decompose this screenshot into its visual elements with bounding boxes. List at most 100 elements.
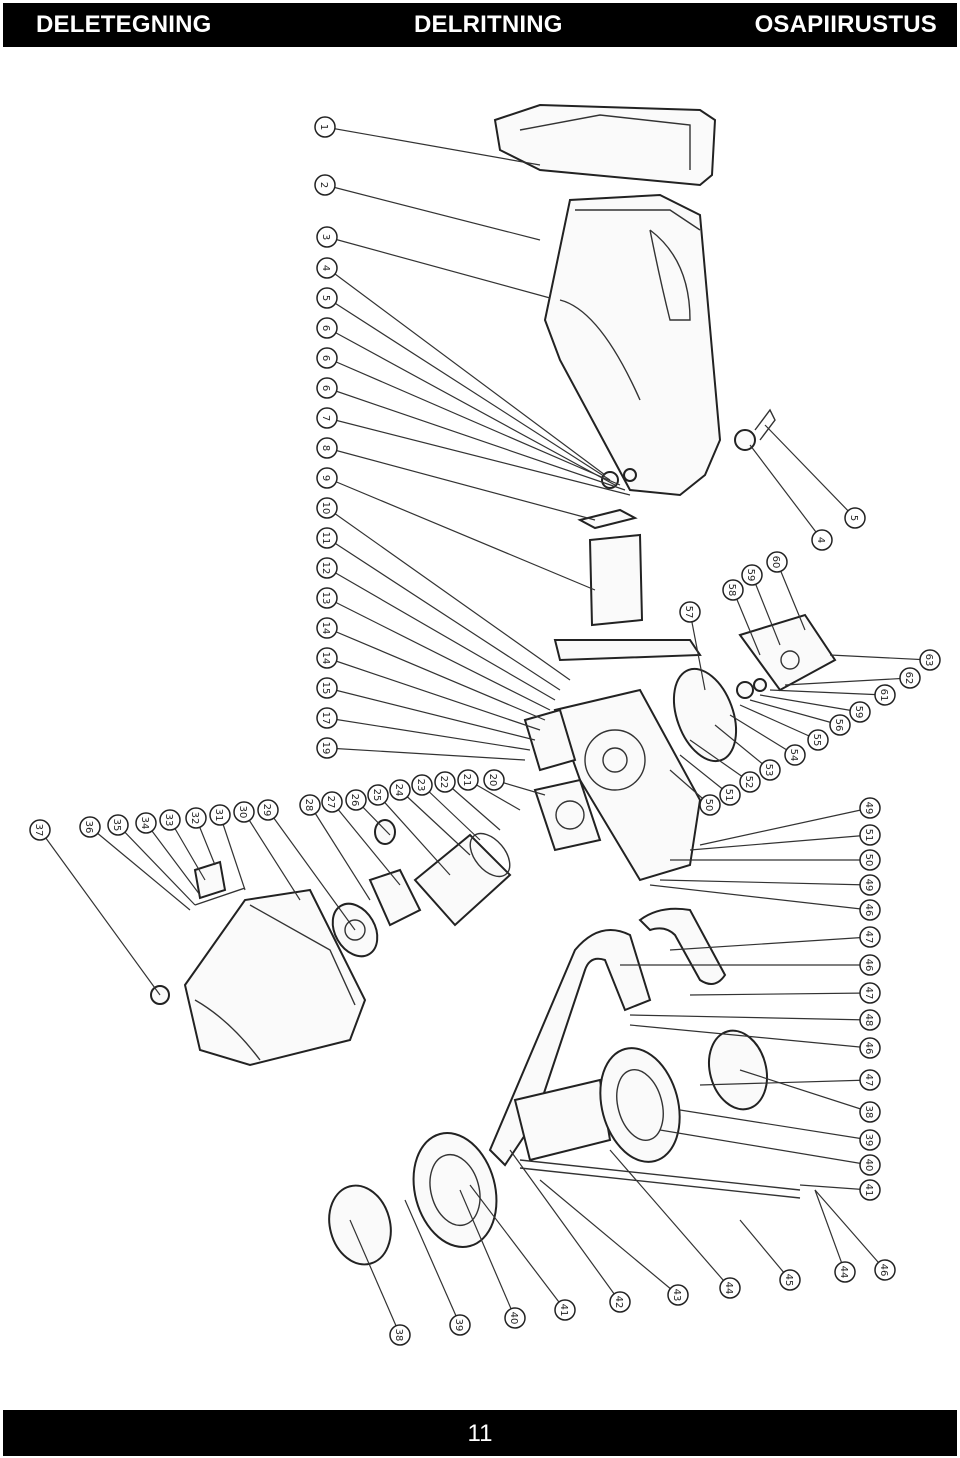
svg-text:47: 47	[863, 931, 874, 944]
svg-text:57: 57	[683, 606, 694, 619]
svg-text:61: 61	[878, 689, 889, 702]
motor	[413, 833, 512, 927]
callout-group-middle: 20 21 22 23 24 25 26 27 28 29 30 31 32 3…	[29, 769, 505, 841]
hubcap-right	[708, 1029, 768, 1111]
svg-text:15: 15	[320, 682, 331, 695]
svg-text:47: 47	[863, 1074, 874, 1087]
svg-text:5: 5	[320, 295, 331, 301]
svg-text:49: 49	[863, 802, 874, 815]
svg-text:7: 7	[320, 415, 331, 421]
svg-text:56: 56	[833, 719, 844, 732]
svg-text:39: 39	[863, 1134, 874, 1147]
svg-text:41: 41	[558, 1304, 569, 1317]
svg-text:14: 14	[320, 622, 331, 635]
motor-cover	[183, 888, 367, 1067]
svg-text:50: 50	[863, 854, 874, 867]
svg-text:17: 17	[320, 712, 331, 725]
svg-text:48: 48	[863, 1014, 874, 1027]
svg-text:46: 46	[863, 959, 874, 972]
callout-group-left: 1 2 3 4 5 6 6 6 7 8 9 10 11 12 13 14 14 …	[314, 116, 338, 759]
svg-text:11: 11	[320, 532, 331, 545]
svg-text:13: 13	[320, 592, 331, 605]
svg-text:47: 47	[863, 987, 874, 1000]
svg-text:14: 14	[320, 652, 331, 665]
svg-text:53: 53	[763, 764, 774, 777]
svg-text:21: 21	[461, 774, 472, 787]
svg-text:62: 62	[903, 672, 914, 685]
svg-text:1: 1	[318, 124, 329, 130]
title-finnish: OSAPIIRUSTUS	[754, 11, 937, 38]
svg-text:34: 34	[139, 817, 150, 830]
svg-text:8: 8	[320, 445, 331, 451]
title-swedish: DELRITNING	[414, 11, 563, 38]
svg-text:55: 55	[811, 734, 822, 747]
callout-group-bottom: 38 39 40 41 42 43 44 45 44	[389, 1261, 856, 1346]
svg-text:30: 30	[237, 806, 248, 819]
svg-text:36: 36	[83, 821, 94, 834]
svg-text:54: 54	[788, 749, 799, 762]
svg-text:63: 63	[923, 654, 934, 667]
svg-text:5: 5	[848, 515, 859, 521]
svg-text:25: 25	[371, 789, 382, 802]
svg-text:10: 10	[320, 502, 331, 515]
svg-text:2: 2	[318, 182, 329, 188]
svg-text:41: 41	[863, 1184, 874, 1197]
svg-text:9: 9	[320, 475, 331, 481]
svg-text:24: 24	[393, 784, 404, 797]
header-bar: DELETEGNING DELRITNING OSAPIIRUSTUS	[3, 3, 957, 47]
svg-text:50: 50	[703, 799, 714, 812]
hopper-lid	[493, 103, 717, 187]
svg-text:43: 43	[671, 1289, 682, 1302]
svg-text:40: 40	[863, 1159, 874, 1172]
hubcap-left	[328, 1184, 392, 1266]
funnel-housing	[543, 193, 722, 497]
svg-text:23: 23	[415, 779, 426, 792]
svg-text:29: 29	[261, 804, 272, 817]
svg-text:31: 31	[213, 809, 224, 822]
svg-text:58: 58	[726, 584, 737, 597]
svg-text:51: 51	[863, 829, 874, 842]
svg-text:46: 46	[863, 1042, 874, 1055]
svg-text:27: 27	[325, 796, 336, 809]
svg-text:20: 20	[487, 774, 498, 787]
svg-text:44: 44	[838, 1266, 849, 1279]
svg-text:44: 44	[723, 1282, 734, 1295]
svg-text:3: 3	[320, 234, 331, 240]
chute	[588, 533, 644, 627]
svg-text:46: 46	[878, 1264, 889, 1277]
gear-housing	[533, 778, 602, 852]
callout-group-right-upper: 4 5 57 58 59 60 63 62 61 59 56 55 54 53 …	[679, 507, 941, 816]
svg-text:35: 35	[111, 819, 122, 832]
svg-text:59: 59	[853, 706, 864, 719]
svg-text:6: 6	[320, 325, 331, 331]
bracket-plate	[738, 613, 837, 692]
svg-text:49: 49	[863, 879, 874, 892]
page-number: 11	[467, 1420, 493, 1447]
svg-text:52: 52	[743, 776, 754, 789]
svg-text:38: 38	[393, 1329, 404, 1342]
svg-text:60: 60	[770, 556, 781, 569]
svg-text:22: 22	[438, 776, 449, 789]
svg-text:33: 33	[163, 814, 174, 827]
svg-text:45: 45	[783, 1274, 794, 1287]
blade-disc	[672, 667, 738, 763]
title-norwegian: DELETEGNING	[36, 11, 212, 38]
svg-text:6: 6	[320, 355, 331, 361]
svg-text:4: 4	[320, 265, 331, 271]
svg-text:32: 32	[189, 812, 200, 825]
svg-text:19: 19	[320, 742, 331, 755]
svg-text:28: 28	[303, 799, 314, 812]
svg-text:38: 38	[863, 1106, 874, 1119]
footer-bar: 11	[3, 1410, 957, 1456]
svg-text:59: 59	[745, 569, 756, 582]
svg-text:26: 26	[349, 794, 360, 807]
svg-text:6: 6	[320, 385, 331, 391]
svg-text:12: 12	[320, 562, 331, 575]
svg-text:46: 46	[863, 904, 874, 917]
svg-text:39: 39	[453, 1319, 464, 1332]
svg-text:51: 51	[723, 789, 734, 802]
callout-group-right-lower: 49 51 50 49 46 47 46 47 48 46 47 38 39 4…	[859, 797, 896, 1281]
frame-handle	[638, 907, 727, 985]
svg-text:37: 37	[33, 824, 44, 837]
wheel-left	[412, 1132, 498, 1248]
